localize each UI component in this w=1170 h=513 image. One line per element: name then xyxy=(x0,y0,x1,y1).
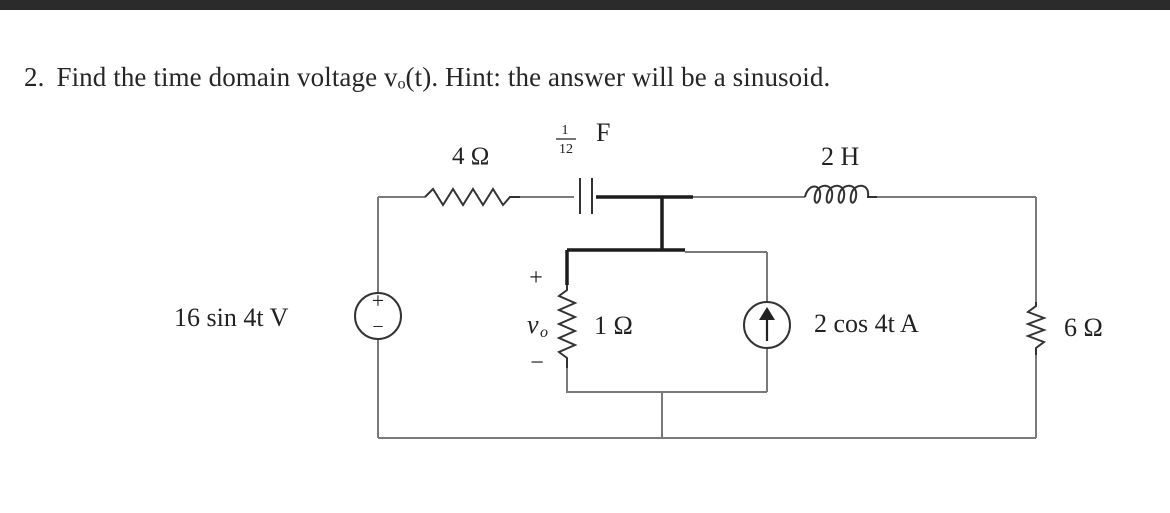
vo-minus: − xyxy=(530,350,544,376)
capacitor-unit: F xyxy=(596,118,610,147)
voltage-source-label: 16 sin 4t V xyxy=(174,303,289,332)
capacitor: 1 12 F xyxy=(556,118,610,214)
voltage-source: + − 16 sin 4t V xyxy=(174,288,402,340)
current-source-label: 2 cos 4t A xyxy=(814,309,919,338)
resistor-1ohm-label: 1 Ω xyxy=(594,311,633,340)
vo-label: v xyxy=(527,310,539,339)
resistor-4ohm-label: 4 Ω xyxy=(452,143,489,170)
wire-1ohm-bottom xyxy=(566,368,767,393)
top-bar xyxy=(0,0,1170,10)
resistor-4ohm: 4 Ω xyxy=(424,143,520,207)
resistor-1ohm: 1 Ω xyxy=(556,285,633,368)
voltage-source-minus: − xyxy=(372,316,383,338)
current-source: 2 cos 4t A xyxy=(743,301,919,349)
resistor-6ohm: 6 Ω xyxy=(1025,302,1103,355)
inductor-label: 2 H xyxy=(821,142,860,171)
vo-polarity: + v o − xyxy=(527,265,548,376)
vo-subscript: o xyxy=(540,324,548,341)
voltage-source-plus: + xyxy=(372,288,384,313)
question-text: 2. Find the time domain voltage vₒ(t). Hi… xyxy=(24,62,830,93)
inductor: 2 H xyxy=(804,142,877,204)
capacitor-numerator: 1 xyxy=(562,123,569,138)
vo-plus: + xyxy=(529,265,543,291)
capacitor-denominator: 12 xyxy=(559,142,573,157)
question-body: Find the time domain voltage vₒ(t). Hint… xyxy=(56,62,831,92)
question-number: 2. xyxy=(24,62,45,92)
circuit-wires xyxy=(377,195,1037,439)
resistor-6ohm-label: 6 Ω xyxy=(1064,313,1103,342)
up-arrow-icon xyxy=(759,307,775,320)
